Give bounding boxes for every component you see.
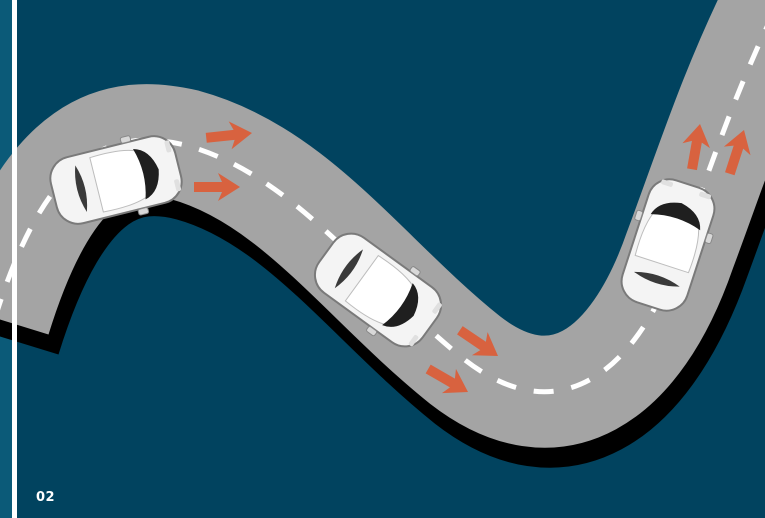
page-number: 02: [36, 490, 55, 505]
left-accent-rule: [12, 0, 17, 518]
